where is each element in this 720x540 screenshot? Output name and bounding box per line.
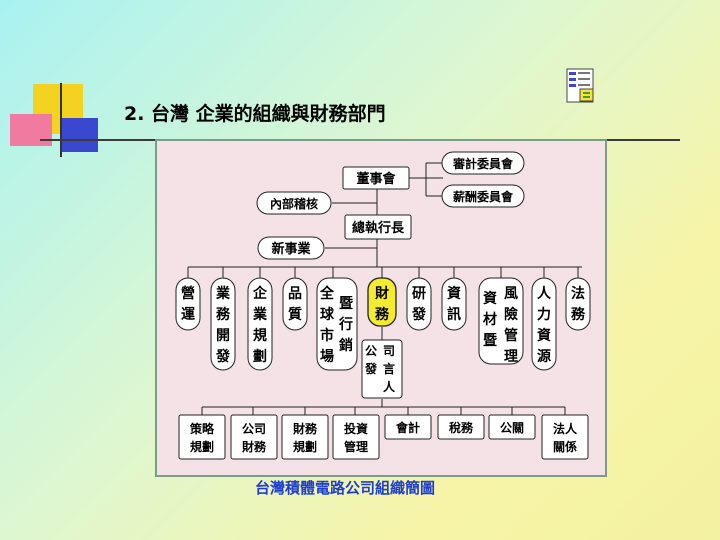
division-operations: 營 運 xyxy=(176,278,200,330)
unit-financial-planning: 財務 規劃 xyxy=(282,415,328,459)
division-global-marketing: 全 球 市 場 暨 行 銷 xyxy=(317,278,357,370)
division-hr-l1: 人 xyxy=(537,285,552,302)
division-materials-l1: 資 xyxy=(483,290,497,307)
division-hr-l3: 資 xyxy=(537,327,551,344)
document-icon xyxy=(566,68,596,104)
new-business-box: 新事業 xyxy=(258,237,324,259)
division-quality: 品 質 xyxy=(283,278,307,330)
division-materials-risk: 資 材 暨 風 險 管 理 xyxy=(479,278,523,365)
division-hr-l4: 源 xyxy=(537,348,551,365)
division-risk-l2: 險 xyxy=(504,306,518,323)
division-hr: 人 力 資 源 xyxy=(532,278,556,370)
spokesperson-l1: 公 xyxy=(365,344,377,358)
committee-audit-box: 審計委員會 xyxy=(442,152,524,174)
unit-tax: 稅務 xyxy=(438,415,484,439)
spokesperson-l3: 發 xyxy=(364,361,378,376)
unit-financial-planning-l2: 規劃 xyxy=(293,439,317,454)
committee-pay-box: 薪酬委員會 xyxy=(442,185,524,207)
division-global-marketing-l5: 暨 xyxy=(339,296,353,312)
committee-audit-label: 審計委員會 xyxy=(452,156,514,171)
division-global-marketing-l1: 全 xyxy=(319,285,335,302)
board-box: 董事會 xyxy=(343,167,409,189)
division-finance: 財 務 xyxy=(368,278,396,326)
division-risk-l3: 管 xyxy=(504,327,518,344)
division-global-marketing-l6: 行 xyxy=(338,316,353,333)
chart-caption: 台灣積體電路公司組織簡圖 xyxy=(255,478,475,498)
division-business-dev-l2: 務 xyxy=(216,306,231,323)
division-operations-l1: 營 xyxy=(181,285,195,302)
division-global-marketing-l4: 場 xyxy=(320,348,334,365)
spokesperson-l4: 言 xyxy=(383,361,395,376)
unit-financial-planning-l1: 財務 xyxy=(292,421,318,436)
unit-strategy-l1: 策略 xyxy=(190,421,215,436)
division-business-dev-l1: 業 xyxy=(215,285,231,302)
committee-pay-label: 薪酬委員會 xyxy=(453,189,514,204)
spokesperson-l2: 司 xyxy=(383,344,395,358)
division-legal-l1: 法 xyxy=(571,285,585,302)
division-it-l2: 訊 xyxy=(447,306,461,323)
ceo-box: 總執行長 xyxy=(345,215,411,239)
division-rd: 研 發 xyxy=(407,278,431,330)
division-planning-l4: 劃 xyxy=(253,348,267,365)
division-legal-l2: 務 xyxy=(571,306,586,323)
division-operations-l2: 運 xyxy=(181,307,196,323)
unit-investor-relations: 法人 關係 xyxy=(542,415,588,459)
board-label: 董事會 xyxy=(356,171,396,187)
division-business-dev-l3: 開 xyxy=(216,328,230,344)
division-it: 資 訊 xyxy=(442,278,466,330)
spokesperson-box: 公 司 發 言 人 xyxy=(362,340,402,398)
unit-corporate-finance-l1: 公司 xyxy=(242,422,266,436)
division-it-l1: 資 xyxy=(447,285,461,302)
division-planning: 企 業 規 劃 xyxy=(248,278,272,370)
division-materials-l2: 材 xyxy=(483,311,497,328)
division-business-dev: 業 務 開 發 xyxy=(211,278,235,370)
division-finance-l2: 務 xyxy=(375,306,390,323)
division-planning-l3: 規 xyxy=(253,328,267,344)
division-rd-l1: 研 xyxy=(412,286,426,302)
division-planning-l2: 業 xyxy=(252,306,268,323)
unit-accounting: 會計 xyxy=(385,415,431,439)
unit-investor-relations-l1: 法人 xyxy=(553,421,578,436)
unit-pr-label: 公關 xyxy=(500,421,524,435)
division-legal: 法 務 xyxy=(566,278,590,330)
division-materials-l3: 暨 xyxy=(483,333,497,349)
decor-vertical-line xyxy=(60,83,62,157)
unit-tax-label: 稅務 xyxy=(449,420,474,435)
unit-accounting-label: 會計 xyxy=(396,420,420,435)
unit-corporate-finance: 公司 財務 xyxy=(231,415,277,459)
org-chart-svg: 董事會 審計委員會 薪酬委員會 內部稽核 總執行長 新事業 營 運 xyxy=(157,141,605,475)
division-global-marketing-l3: 市 xyxy=(320,327,334,344)
division-risk-l1: 風 xyxy=(504,286,518,302)
ceo-label: 總執行長 xyxy=(352,220,405,236)
decor-square-blue xyxy=(62,118,98,152)
unit-pr: 公關 xyxy=(489,415,535,439)
unit-investment-l2: 管理 xyxy=(344,439,368,454)
division-quality-l2: 質 xyxy=(288,306,302,323)
unit-strategy-l2: 規劃 xyxy=(190,439,214,454)
division-quality-l1: 品 xyxy=(288,286,302,302)
unit-investment-l1: 投資 xyxy=(344,421,368,436)
unit-investment: 投資 管理 xyxy=(333,415,379,459)
internal-audit-label: 內部稽核 xyxy=(270,196,318,211)
division-rd-l2: 發 xyxy=(411,306,427,323)
unit-investor-relations-l2: 關係 xyxy=(553,439,577,454)
org-chart: 董事會 審計委員會 薪酬委員會 內部稽核 總執行長 新事業 營 運 xyxy=(155,139,607,477)
unit-corporate-finance-l2: 財務 xyxy=(241,439,267,454)
division-risk-l4: 理 xyxy=(504,349,518,365)
division-finance-l1: 財 xyxy=(374,285,389,302)
division-global-marketing-l7: 銷 xyxy=(339,337,353,354)
unit-strategy: 策略 規劃 xyxy=(179,415,225,459)
division-hr-l2: 力 xyxy=(537,306,551,323)
division-planning-l1: 企 xyxy=(252,285,268,302)
spokesperson-l5: 人 xyxy=(383,379,396,394)
decor-square-pink xyxy=(10,114,52,146)
new-business-label: 新事業 xyxy=(271,241,311,257)
slide-title: 2. 台灣 企業的組織與財務部門 xyxy=(124,99,386,126)
internal-audit-box: 內部稽核 xyxy=(257,192,331,214)
division-business-dev-l4: 發 xyxy=(215,348,231,365)
division-global-marketing-l2: 球 xyxy=(320,306,335,323)
